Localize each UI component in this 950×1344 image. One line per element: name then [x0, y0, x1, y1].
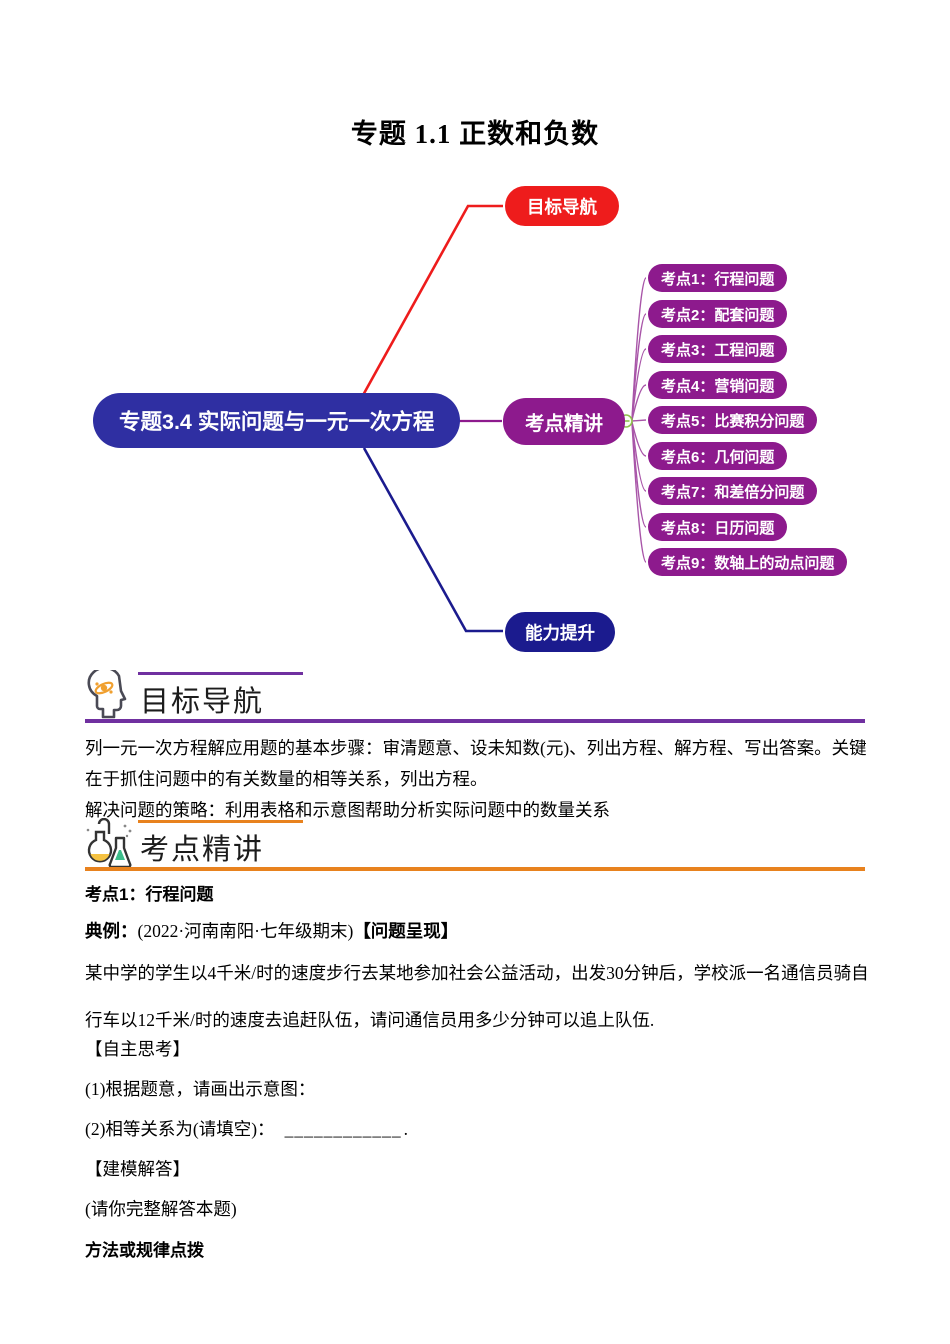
- mindmap-connectors: [360, 204, 647, 633]
- mindmap-lecture-node: 考点精讲: [503, 398, 626, 445]
- mindmap-topic-4: 考点4：营销问题: [648, 371, 788, 399]
- answer-note: (请你完整解答本题): [85, 1199, 237, 1219]
- header-overline: [138, 672, 303, 675]
- goal-section-header: 目标导航: [85, 666, 865, 724]
- lecture-section-header: 考点精讲: [85, 817, 865, 872]
- mindmap-goal-node: 目标导航: [505, 186, 619, 226]
- mindmap-topic-7: 考点7：和差倍分问题: [648, 477, 818, 505]
- topic-fan-lines: [631, 277, 647, 563]
- method-tips-heading: 方法或规律点拨: [85, 1241, 204, 1260]
- dianli-line: 典例：(2022·河南南阳·七年级期末)【问题呈现】: [85, 918, 875, 943]
- orange-rule: [85, 867, 865, 871]
- model-answer-heading: 【建模解答】: [85, 1159, 190, 1179]
- mindmap-topic-2: 考点2：配套问题: [648, 300, 788, 328]
- dianli-label: 典例：: [85, 921, 138, 941]
- problem-text: 某中学的学生以4千米/时的速度步行去某地参加社会公益活动，出发30分钟后，学校派…: [85, 963, 869, 1030]
- branch-line-goal: [360, 204, 503, 398]
- mindmap-topic-1: 考点1：行程问题: [648, 264, 788, 292]
- goal-paragraph-2: 解决问题的策略：利用表格和示意图帮助分析实际问题中的数量关系: [85, 800, 610, 820]
- purple-rule: [85, 719, 865, 723]
- goal-section-title: 目标导航: [140, 686, 265, 718]
- mindmap-topic-3: 考点3：工程问题: [648, 335, 788, 363]
- question-2-prefix: (2)相等关系为(请填空)：: [85, 1119, 275, 1139]
- mindmap-center-node: 专题3.4 实际问题与一元一次方程: [93, 393, 461, 448]
- branch-line-ability: [362, 447, 503, 633]
- question-2-suffix: .: [403, 1119, 408, 1139]
- dianli-source: (2022·河南南阳·七年级期末): [137, 921, 354, 941]
- goal-paragraph-1: 列一元一次方程解应用题的基本步骤：审清题意、设未知数(元)、列出方程、解方程、写…: [85, 738, 867, 789]
- mindmap-ability-node: 能力提升: [505, 612, 615, 652]
- page-title: 专题 1.1 正数和负数: [350, 119, 600, 149]
- kaodian1-heading: 考点1：行程问题: [85, 885, 214, 904]
- mindmap-topic-5: 考点5：比赛积分问题: [648, 406, 818, 434]
- dianli-tag: 【问题呈现】: [353, 921, 459, 941]
- lecture-section-title: 考点精讲: [140, 834, 265, 866]
- self-think-heading: 【自主思考】: [85, 1039, 190, 1059]
- mindmap-topic-9: 考点9：数轴上的动点问题: [648, 548, 848, 576]
- fill-in-blank: ____________: [284, 1119, 402, 1139]
- header-overline: [138, 820, 303, 823]
- mindmap-topic-6: 考点6：几何问题: [648, 442, 788, 470]
- question-1: (1)根据题意，请画出示意图：: [85, 1079, 316, 1099]
- mindmap-topic-8: 考点8：日历问题: [648, 513, 788, 541]
- flasks-icon: [85, 817, 137, 877]
- question-2: (2)相等关系为(请填空)： ____________.: [85, 1116, 875, 1141]
